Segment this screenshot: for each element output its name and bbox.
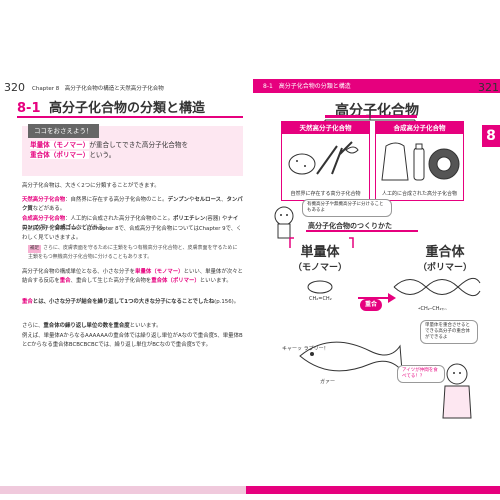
text: 、 bbox=[221, 197, 227, 203]
paragraph-chapters: 天然高分子化合物についてはChapter 8で、合成高分子化合物についてはCha… bbox=[22, 226, 242, 241]
paragraph-natural: 天然高分子化合物：自然界に存在する高分子化合物のこと。デンプンやセルロース、タン… bbox=[22, 196, 243, 214]
polymer-formula: ⫞CH₂–CH₂⫟ₙ bbox=[418, 306, 447, 312]
page-number-left: 320 bbox=[4, 81, 25, 94]
polymer-label-group: 重合体 （ポリマー） bbox=[410, 241, 480, 273]
paragraph-synthetic: 合成高分子化合物：人工的に合成された高分子化合物のこと。ポリエチレン(容器) や… bbox=[22, 215, 243, 233]
paragraph-monomer: 高分子化合物の構成単位となる、小さな分子を単量体（モノマー）といい、単量体が次々… bbox=[22, 268, 243, 286]
term-cellulose: セルロース bbox=[194, 197, 222, 203]
paragraph-polymerization: 重合とは、小さな分子が結合を繰り返して1つの大きな分子になることでしたね(p.1… bbox=[22, 298, 243, 307]
monomer-formula: CH₂=CH₂ bbox=[309, 296, 332, 302]
note-bubble-3: アイツが仲間を食べてる！？ bbox=[397, 365, 445, 383]
text: 高分子化合物の構成単位となる、小さな分子を bbox=[22, 269, 136, 275]
synthetic-head: 合成高分子化合物 bbox=[376, 122, 463, 134]
key-monomer: 単量体（モノマー） bbox=[30, 141, 90, 149]
section-number: 8-1 bbox=[17, 101, 41, 116]
text: 、重合して生じた高分子化合物を bbox=[70, 278, 152, 284]
right-header-text: 8-1 高分子化合物の分類と構造 bbox=[263, 83, 351, 90]
section-underline bbox=[17, 116, 243, 118]
page-number-right: 321 bbox=[478, 81, 499, 94]
right-header-bar bbox=[253, 79, 500, 93]
chapter-header-left: Chapter 8 高分子化合物の構造と天然高分子化合物 bbox=[32, 86, 164, 92]
polymer-kana: （ポリマー） bbox=[417, 263, 472, 273]
term-starch: デンプン bbox=[167, 197, 189, 203]
paragraph-degree: さらに、重合体の繰り返し単位の数を重合度といいます。 bbox=[22, 322, 243, 331]
term-monomer: 単量体（モノマー） bbox=[135, 269, 184, 275]
subtitle-underline bbox=[306, 230, 418, 232]
key-text-1: が重合してできた高分子化合物を bbox=[89, 141, 189, 149]
term-degree: 重合体の繰り返し単位の数を重合度 bbox=[43, 323, 130, 329]
speech-kya: キャーッ ラブリー！ bbox=[282, 346, 329, 352]
bottom-bar-left bbox=[0, 486, 246, 494]
title-underline bbox=[325, 115, 417, 118]
synthetic-polymer-box: 合成高分子化合物 人工的に合成された高分子化合物 bbox=[375, 121, 464, 201]
section-title: 8-1 高分子化合物の分類と構造 bbox=[17, 97, 205, 116]
note-bubble: 有機高分子や無機高分子に分けることもあるよ bbox=[302, 199, 392, 217]
term-rubber: 合成ゴム bbox=[54, 225, 77, 231]
synthetic-caption: 人工的に合成された高分子化合物 bbox=[381, 191, 457, 197]
term-polymerization: 重合 bbox=[59, 278, 71, 284]
key-point-label: ココをおさえよう！ bbox=[28, 124, 99, 138]
natural-head: 天然高分子化合物 bbox=[282, 122, 369, 134]
polymer-chain bbox=[393, 277, 481, 297]
polymerize-label: 重合 bbox=[360, 299, 382, 311]
paragraph-intro: 高分子化合物は、大きく2つに分類することができます。 bbox=[22, 183, 160, 189]
fish-chain-illustration bbox=[299, 341, 403, 373]
speech-gaa: ガァー bbox=[320, 379, 336, 385]
text: ：自然界に存在する高分子化合物のこと。 bbox=[65, 197, 168, 203]
supplement-text: さらに、皮膚表面を守るために主鎖をもつ有機高分子化合物と、皮膚表面を守るために主… bbox=[28, 245, 238, 260]
text: や bbox=[188, 197, 195, 203]
text: などがある。 bbox=[76, 225, 109, 231]
term-nylon: ナイロン bbox=[22, 216, 239, 231]
mascot-character bbox=[274, 206, 294, 239]
term-synthetic: 合成高分子化合物 bbox=[22, 216, 66, 222]
monomer-frame bbox=[289, 237, 354, 248]
text: などがある。 bbox=[32, 206, 66, 212]
text: (衣服) や bbox=[32, 225, 55, 231]
term-protein: タンパク質 bbox=[22, 197, 243, 212]
key-point-text: 単量体（モノマー）が重合してできた高分子化合物を 重合体（ポリマー）という。 bbox=[30, 140, 238, 160]
bottom-bar bbox=[0, 486, 500, 494]
supplement-tag: 補足 bbox=[28, 245, 41, 253]
section-title-text: 高分子化合物の分類と構造 bbox=[49, 101, 206, 116]
term-polymer: 重合体（ポリマー） bbox=[151, 278, 200, 284]
supplement-note: 補足さらに、皮膚表面を守るために主鎖をもつ有機高分子化合物と、皮膚表面を守るため… bbox=[28, 244, 238, 261]
polymerize-arrow bbox=[358, 293, 396, 303]
term-natural: 天然高分子化合物 bbox=[22, 197, 66, 203]
text: (容器) や bbox=[205, 216, 228, 222]
natural-polymer-box: 天然高分子化合物 自然界に存在する高分子化合物 bbox=[281, 121, 370, 201]
natural-illustration bbox=[288, 141, 359, 175]
tree-lines bbox=[324, 114, 416, 124]
paragraph-example: 例えば、単量体AからなるAAAAAAの重合体では繰り返し単位がAなので重合度5、… bbox=[22, 333, 243, 348]
synthetic-illustration bbox=[381, 142, 460, 181]
text: といいます。 bbox=[199, 278, 232, 284]
key-polymer: 重合体（ポリマー） bbox=[30, 151, 90, 159]
term-polyethylene: ポリエチレン bbox=[172, 216, 206, 222]
monomer-molecule bbox=[307, 280, 333, 294]
monomer-label-group: 単量体 （モノマー） bbox=[290, 241, 350, 273]
key-text-2: という。 bbox=[89, 151, 116, 159]
polymer-word: 重合体 bbox=[425, 245, 465, 260]
monomer-word: 単量体 bbox=[300, 245, 340, 260]
text: といい、単量体が次々と結合する反応を bbox=[22, 269, 243, 284]
text: さらに、 bbox=[22, 323, 44, 329]
chapter-tab: 8 bbox=[482, 125, 500, 147]
note-bubble-2: 単量体を重合させるとできる高分子の重合体ができるよ bbox=[420, 320, 478, 344]
natural-caption: 自然界に存在する高分子化合物 bbox=[290, 191, 361, 197]
monomer-kana: （モノマー） bbox=[292, 263, 347, 273]
subtitle-how-made: 高分子化合物のつくりかた bbox=[308, 222, 392, 230]
text: (p.156)。 bbox=[214, 299, 240, 305]
term-polymerization-2: 重合 bbox=[22, 299, 33, 305]
text-bold: とは、小さな分子が結合を繰り返して1つの大きな分子になることでしたね bbox=[32, 299, 215, 305]
character-illustration bbox=[442, 363, 472, 419]
text: といいます。 bbox=[129, 323, 162, 329]
text: ：人工的に合成された高分子化合物のこと。 bbox=[65, 216, 173, 222]
